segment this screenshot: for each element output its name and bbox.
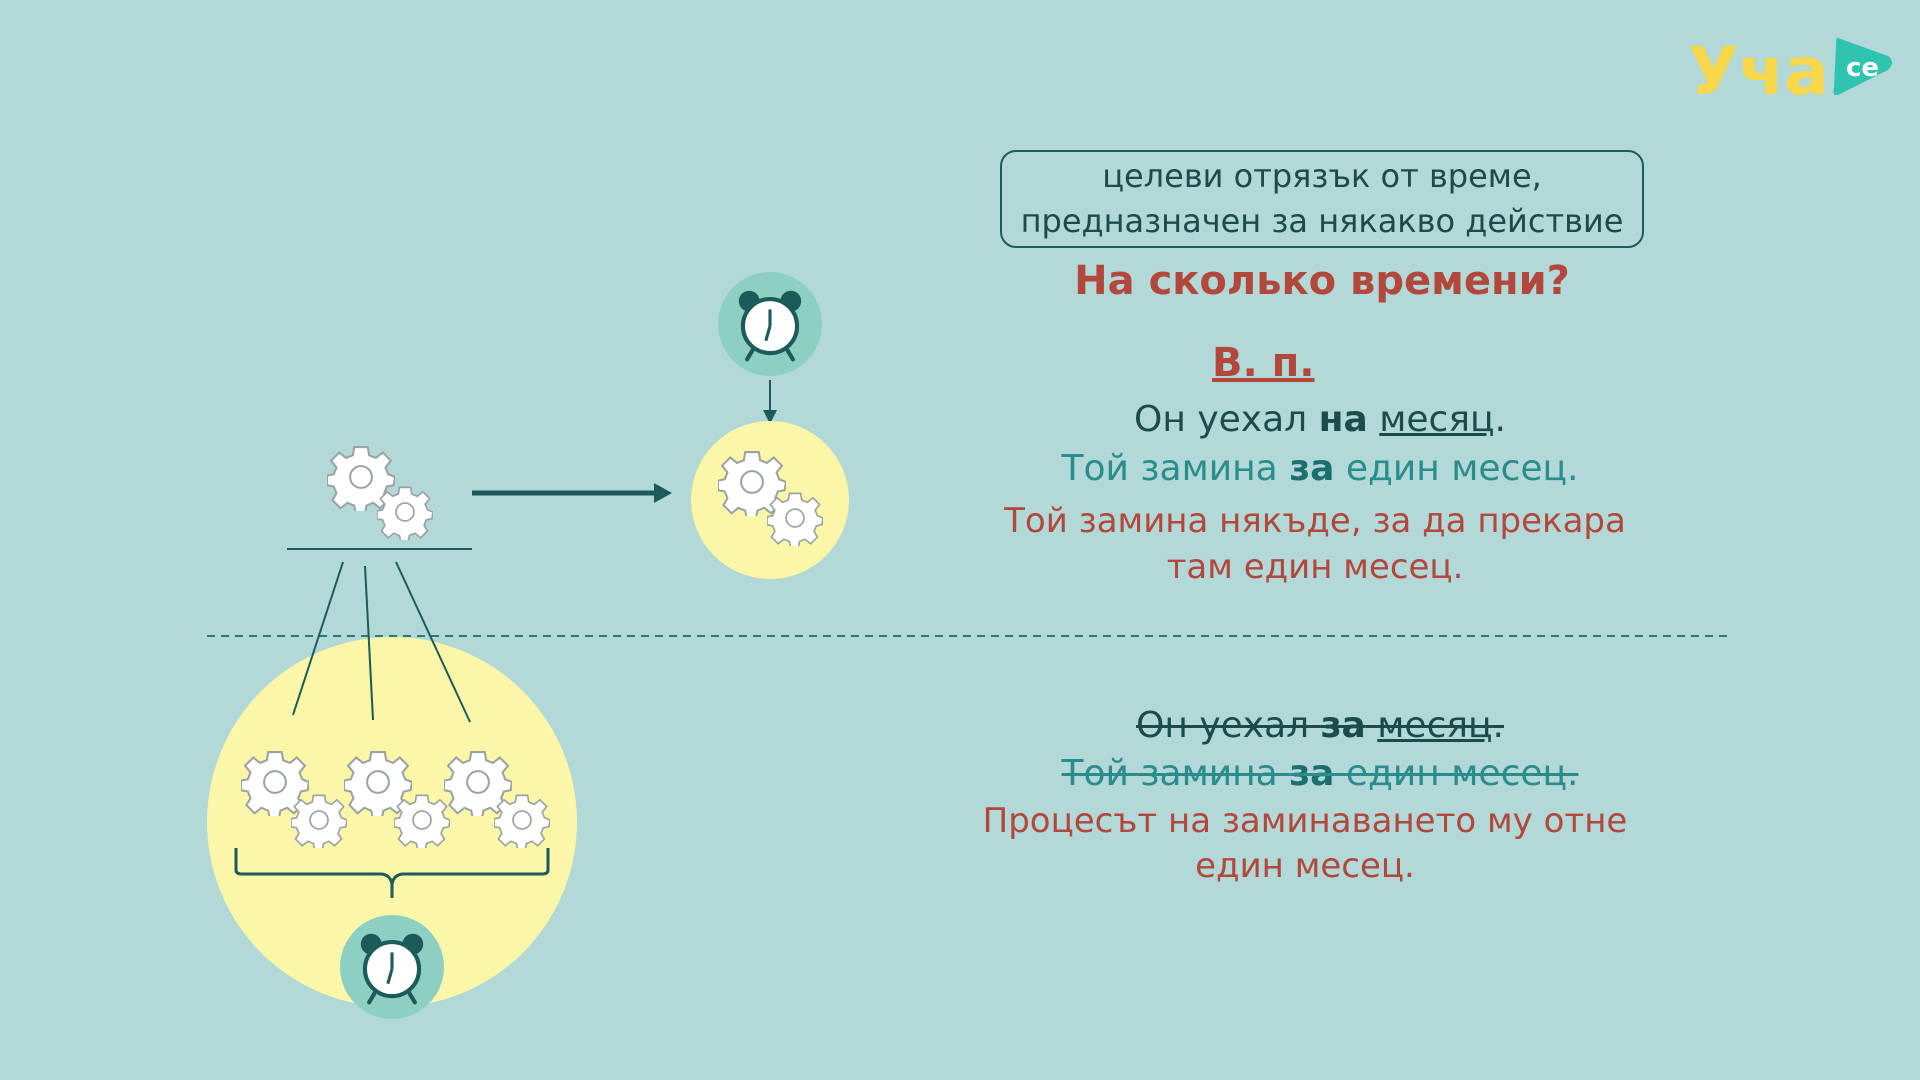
bg-text-after: един месец. [1334,753,1579,794]
arrow-down-icon [763,380,777,424]
bottom-ru-sentence: Он уехал за месяц. [900,705,1740,746]
top-explanation-line-2: там един месец. [1166,547,1464,587]
gear-icon [291,794,347,848]
ru-noun: месяц [1379,399,1495,440]
ru-preposition: за [1320,705,1366,746]
bg-preposition: за [1289,753,1335,794]
gear-icon [377,486,433,540]
brace-icon [234,848,550,898]
definition-line-1: целеви отрязък от време, [1102,157,1542,195]
gear-group-top-left [327,446,433,540]
bg-text: Той замина [1061,753,1290,794]
logo-text: Уча [1688,33,1829,106]
logo-badge-text: се [1846,53,1879,83]
bottom-bg-sentence: Той замина за един месец. [900,753,1740,794]
bottom-explanation-line-1: Процесът на заминаването му отне [982,801,1628,841]
gear-icon [494,794,550,848]
arrow-right-icon [472,483,672,503]
ru-space [1366,705,1377,746]
alarm-clock-icon [718,272,822,376]
gear-icon [767,492,823,546]
question-heading: На сколько времени? [1074,258,1570,304]
spread-lines [292,561,471,723]
ru-dot: . [1494,399,1506,440]
ru-text: Он уехал [1134,399,1319,440]
case-label: В. п. [1212,340,1315,386]
yellow-circle-large [207,637,577,1007]
bg-preposition: за [1289,448,1335,489]
ru-space [1368,399,1379,440]
bottom-explanation-line-2: един месец. [1195,846,1415,886]
bg-text: Той замина [1061,448,1290,489]
ru-preposition: на [1318,399,1368,440]
ru-text: Он уехал [1136,705,1321,746]
logo-play-badge [1833,37,1892,96]
definition-line-2: предназначен за някакво действие [1020,202,1624,240]
top-explanation-line-1: Той замина някъде, за да прекара [1004,501,1626,541]
alarm-clock-icon [340,915,444,1019]
ru-dot: . [1492,705,1504,746]
gear-icon [394,794,450,848]
top-ru-sentence: Он уехал на месяц. [900,399,1740,440]
ru-noun: месяц [1377,705,1493,746]
yuchase-logo: Уча се [1688,33,1892,106]
top-bg-sentence: Той замина за един месец. [900,448,1740,489]
bg-text-after: един месец. [1334,448,1579,489]
definition-box: целеви отрязък от време, предназначен за… [1000,150,1644,248]
